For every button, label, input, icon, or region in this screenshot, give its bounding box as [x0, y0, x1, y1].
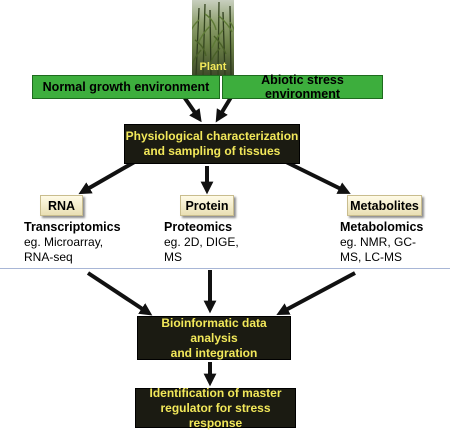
- master-regulator-line-1: Identification of master: [149, 385, 282, 400]
- plant-photo: [192, 0, 234, 76]
- transcriptomics-title: Transcriptomics: [24, 220, 121, 234]
- master-regulator-line-2: regulator for stress response: [160, 400, 271, 430]
- normal-growth-environment-box: Normal growth environment: [32, 75, 220, 99]
- arrow-transcriptomics-to-bioinfo: [86, 271, 153, 316]
- metabolomics-block: Metabolomics eg. NMR, GC- MS, LC-MS: [340, 220, 448, 265]
- protein-box: Protein: [180, 195, 234, 216]
- metabolomics-title: Metabolomics: [340, 220, 424, 234]
- transcriptomics-block: Transcriptomics eg. Microarray, RNA-seq: [24, 220, 144, 265]
- proteomics-block: Proteomics eg. 2D, DIGE, MS: [164, 220, 274, 265]
- normal-growth-environment-label: Normal growth environment: [42, 80, 210, 94]
- abiotic-stress-environment-box: Abiotic stress environment: [222, 73, 383, 101]
- plant-label: Plant: [199, 61, 227, 73]
- physiological-line-1: Physiological characterization: [125, 129, 299, 143]
- transcriptomics-description: eg. Microarray, RNA-seq: [24, 235, 104, 264]
- bioinformatic-line-1: Bioinformatic data analysis: [161, 315, 267, 345]
- proteomics-title: Proteomics: [164, 220, 233, 234]
- arrow-physio-to-metabolites: [281, 158, 351, 194]
- abiotic-stress-environment-label: Abiotic stress environment: [261, 73, 344, 101]
- physiological-line-2: and sampling of tissues: [143, 144, 281, 158]
- metabolomics-description: eg. NMR, GC- MS, LC-MS: [340, 235, 417, 264]
- protein-label: Protein: [185, 198, 229, 213]
- rna-box: RNA: [40, 195, 83, 216]
- bioinformatic-line-2: and integration: [170, 345, 258, 360]
- master-regulator-box: Identification of master regulator for s…: [135, 385, 296, 430]
- bioinformatic-analysis-box: Bioinformatic data analysis and integrat…: [137, 316, 291, 360]
- rna-label: RNA: [47, 198, 76, 213]
- proteomics-description: eg. 2D, DIGE, MS: [164, 235, 239, 264]
- metabolites-box: Metabolites: [347, 195, 422, 216]
- horizontal-divider-line: [0, 268, 450, 269]
- arrow-metabolomics-to-bioinfo: [276, 271, 356, 316]
- physiological-characterization-box: Physiological characterization and sampl…: [124, 124, 300, 164]
- metabolites-label: Metabolites: [350, 198, 419, 213]
- arrow-physio-to-rna: [78, 158, 139, 195]
